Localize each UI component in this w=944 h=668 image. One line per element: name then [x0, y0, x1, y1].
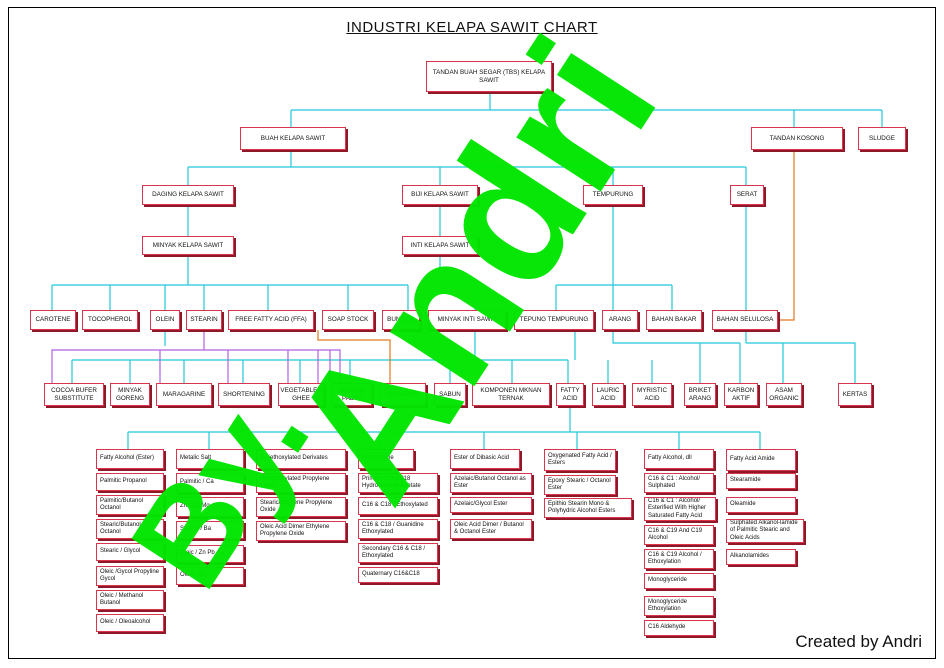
- leaf-item: C16 & C1 : Alcohol/ Sulphated: [644, 473, 714, 493]
- node-carotene: CAROTENE: [30, 310, 76, 330]
- leaf-item: C16 Aldehyde: [644, 620, 714, 636]
- leaf-item: Monoglyceride: [644, 573, 714, 589]
- node-lauric-acid: LAURIC ACID: [592, 383, 624, 406]
- leaf-item: Stearic / Ba: [176, 521, 244, 539]
- node-sabun: SABUN: [434, 383, 466, 406]
- node-daging-kelapa-sawit: DAGING KELAPA SAWIT: [142, 185, 234, 205]
- leaf-item: C16 & C18 / Ethoxylated: [358, 497, 438, 515]
- node-metalic-salt: Metalic Salt: [176, 449, 244, 469]
- node-bungkil: BUNGKIL: [382, 310, 420, 330]
- node-stearin: STEARIN: [186, 310, 222, 330]
- node-bahan-bakar: BAHAN BAKAR: [646, 310, 702, 330]
- node-inti-kelapa-sawit: INTI KELAPA SAWIT: [402, 236, 478, 255]
- leaf-item: C16 & C19 And C19 Alcohol: [644, 525, 714, 545]
- leaf-item: Oleamide: [726, 497, 796, 513]
- node-tepung-tempurung: TEPUNG TEMPURUNG: [514, 310, 594, 330]
- leaf-item: Oleic Acid Dimer / Butanol & Octanol Est…: [450, 519, 532, 539]
- leaf-item: Oleic / Ba: [176, 567, 244, 585]
- node-karbon-aktif: KARBON AKTIF: [724, 383, 758, 406]
- leaf-item: Palmitic Propanol: [96, 473, 164, 491]
- node-vegetable-ghee: VEGETABLES GHEE: [278, 383, 324, 406]
- leaf-item: C16 & C18 / Guanidine Ethoxylated: [358, 519, 438, 539]
- node-ester-dibasic-acid: Ester of Dibasic Acid: [450, 449, 520, 469]
- node-fatty-alcohol-ester: Fatty Alcohol (Ester): [96, 449, 164, 469]
- node-kertas: KERTAS: [838, 383, 872, 406]
- node-free-fatty-acid: FREE FATTY ACID (FFA): [228, 310, 314, 330]
- chart-frame: [8, 7, 936, 659]
- node-sludge: SLUDGE: [858, 127, 906, 150]
- node-minyak-kelapa-sawit: MINYAK KELAPA SAWIT: [142, 236, 234, 255]
- node-fatty-acid: FATTY ACID: [556, 383, 584, 406]
- leaf-item: Azelaic/Butanol Octanol as Ester: [450, 473, 532, 493]
- leaf-item: Poliethoxylated Propylene Oxide: [256, 473, 346, 493]
- node-cocoa-bufer-substitute: COCOA BUFER SUBSTITUTE: [44, 383, 104, 406]
- leaf-item: Sulphated Alkanol-lamide of Palmitic Ste…: [726, 519, 804, 543]
- leaf-item: Monoglyceride Ethoxylation: [644, 596, 714, 616]
- leaf-item: Oleic / Methanol Butanol: [96, 590, 164, 610]
- leaf-item: Zn / Ca Mg: [176, 497, 244, 517]
- node-fatty-acid-amide: Fatty Acid Amide: [726, 449, 796, 471]
- node-poliethoxylated-derivates: Poliethoxylated Derivates: [256, 449, 346, 469]
- leaf-item: Oleic / Zn Pb: [176, 545, 244, 563]
- leaf-item: Palmitic/Butanol Octanol: [96, 495, 164, 515]
- node-biji-kelapa-sawit: BIJI KELAPA SAWIT: [402, 185, 478, 205]
- node-buah-kelapa-sawit: BUAH KELAPA SAWIT: [240, 127, 346, 150]
- credit-text: Created by Andri: [795, 632, 922, 651]
- node-fatty-amine: Fatty Amine: [358, 449, 414, 469]
- node-tempurung: TEMPURUNG: [583, 185, 643, 205]
- node-briket-arang: BRIKET ARANG: [684, 383, 716, 406]
- leaf-item: Oleic / Oleoalcohol: [96, 614, 164, 632]
- leaf-item: C16 & C19 Alcohol / Ethoxylation: [644, 549, 714, 569]
- node-minyak-padat: MINYAK PADAT: [332, 383, 372, 406]
- node-soap-stock: SOAP STOCK: [322, 310, 374, 330]
- leaf-item: Oleic /Gycol Propyline Gycol: [96, 566, 164, 586]
- node-serat: SERAT: [730, 185, 764, 205]
- leaf-item: Epoxy Stearic / Octanol Ester: [544, 475, 616, 495]
- node-myristic-acid: MYRISTIC ACID: [632, 383, 672, 406]
- leaf-item: Primary C16&C18 Hydrochloride Acetate: [358, 473, 438, 493]
- leaf-item: Stearamide: [726, 473, 796, 489]
- node-minyak-inti-sawit: MINYAK INTI SAWIT: [428, 310, 506, 330]
- node-komponen-makanan-ternak: KOMPONEN MKNAN TERNAK: [472, 383, 550, 406]
- node-glyserine: GLYSERINE: [380, 383, 426, 406]
- node-asam-organic: ASAM ORGANIC: [766, 383, 802, 406]
- leaf-item: Secondary C16 & C18 / Ethoxylated: [358, 543, 438, 563]
- leaf-item: Azelaic/Glycol Ester: [450, 497, 532, 513]
- node-tandan-kosong: TANDAN KOSONG: [751, 127, 843, 150]
- leaf-item: Alkanolamides: [726, 549, 796, 565]
- leaf-item: C16 & C1 : Alcohol/ Esterified With High…: [644, 497, 716, 521]
- node-shortening: SHORTENING: [218, 383, 270, 406]
- node-olein: OLEIN: [150, 310, 180, 330]
- node-bahan-selulosa: BAHAN SELULOSA: [712, 310, 778, 330]
- leaf-item: Quaternary C16&C18: [358, 567, 438, 583]
- node-fatty-alcohol-dll: Fatty Alcohol, dll: [644, 449, 714, 469]
- node-margarine: MARAGARINE: [156, 383, 212, 406]
- leaf-item: Stearic / Glycol: [96, 543, 164, 561]
- node-minyak-goreng: MINYAK GORENG: [110, 383, 150, 406]
- leaf-item: Stearic/Ethylene Propylene Oxide: [256, 497, 346, 517]
- node-oxygenated-fatty-acid: Oxygenated Fatty Acid / Esters: [544, 449, 616, 471]
- node-tbs: TANDAN BUAH SEGAR (TBS) KELAPA SAWIT: [426, 61, 552, 92]
- node-tocopherol: TOCOPHEROL: [82, 310, 138, 330]
- leaf-item: Stearic/Butanol Octanol: [96, 519, 164, 539]
- leaf-item: Epithio Stearin Mono & Polyhydric Alcoho…: [544, 498, 632, 518]
- node-arang: ARANG: [602, 310, 638, 330]
- leaf-item: Oleic Acid Dimer Ethylene Propylene Oxid…: [256, 521, 346, 541]
- leaf-item: Palmitic / Ca: [176, 473, 244, 493]
- chart-title: INDUSTRI KELAPA SAWIT CHART: [346, 19, 598, 36]
